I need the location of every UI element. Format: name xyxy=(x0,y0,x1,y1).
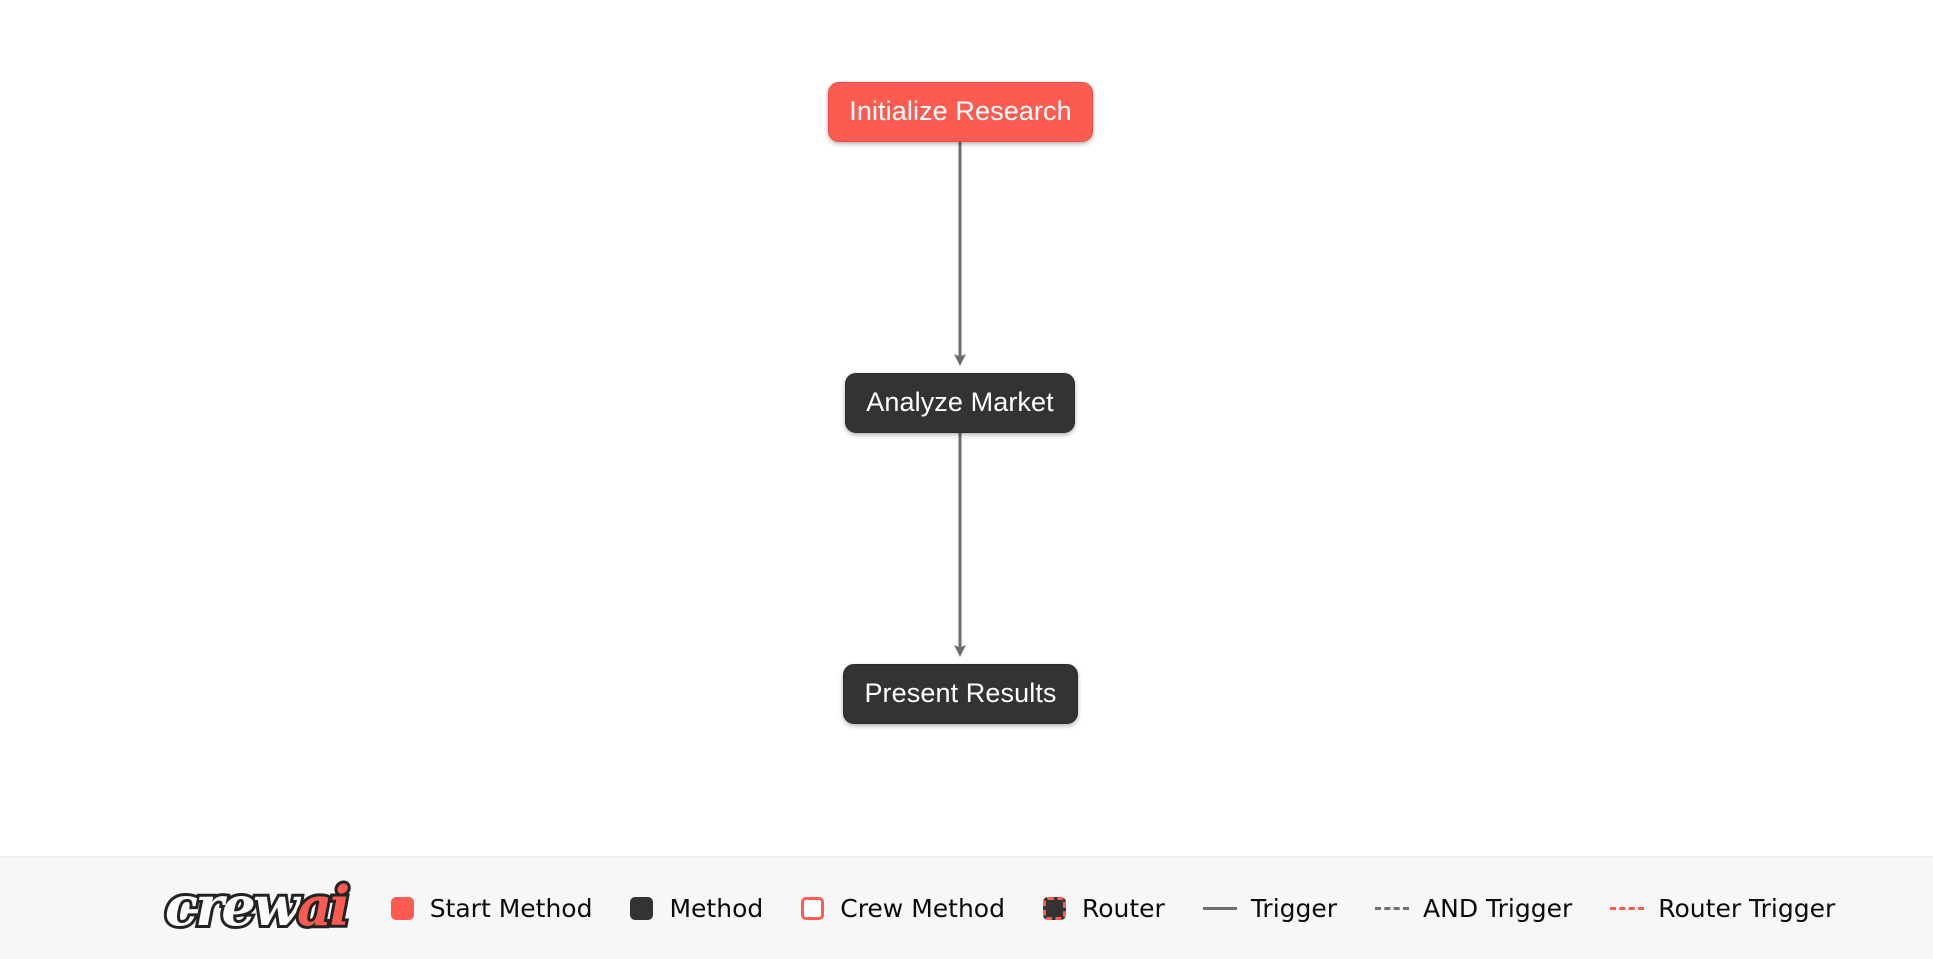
legend-label: Trigger xyxy=(1250,893,1338,923)
legend-label: Start Method xyxy=(429,893,593,923)
router-swatch-icon xyxy=(1042,896,1066,920)
crewai-logo-accent-text: ai xyxy=(294,872,353,940)
trigger-line-icon xyxy=(1202,906,1237,910)
flow-node-present-results[interactable]: Present Results xyxy=(843,664,1078,724)
crewai-logo: crewai xyxy=(162,872,353,940)
router-trigger-line-icon xyxy=(1610,906,1645,910)
legend-label: Crew Method xyxy=(840,893,1005,923)
crew-method-swatch-icon xyxy=(801,896,825,920)
crewai-logo-primary-text: crew xyxy=(162,872,303,940)
legend-label: Method xyxy=(669,893,764,923)
flow-node-label: Present Results xyxy=(864,677,1057,708)
legend-label: Router xyxy=(1081,893,1165,923)
legend-item-router-trigger: Router Trigger xyxy=(1610,896,1835,921)
flow-node-label: Analyze Market xyxy=(866,386,1054,417)
flow-node-analyze-market[interactable]: Analyze Market xyxy=(845,373,1075,433)
flow-graph-canvas[interactable]: Initialize Research Analyze Market Prese… xyxy=(0,0,1933,856)
flow-node-initialize-research[interactable]: Initialize Research xyxy=(828,82,1093,142)
legend-item-and-trigger: AND Trigger xyxy=(1375,896,1572,921)
legend-item-method: Method xyxy=(630,896,763,921)
and-trigger-line-icon xyxy=(1375,906,1410,910)
legend-item-trigger: Trigger xyxy=(1202,893,1338,923)
start-method-swatch-icon xyxy=(390,896,414,920)
legend-bar: crewai Start Method Method Crew Method R… xyxy=(0,856,1933,959)
legend-label: Router Trigger xyxy=(1658,893,1836,923)
legend-item-crew-method: Crew Method xyxy=(801,896,1005,921)
flow-node-label: Initialize Research xyxy=(849,95,1072,126)
legend-item-router: Router xyxy=(1042,893,1165,923)
legend-item-start-method: Start Method xyxy=(390,893,593,923)
legend-label: AND Trigger xyxy=(1423,893,1573,923)
method-swatch-icon xyxy=(630,896,654,920)
